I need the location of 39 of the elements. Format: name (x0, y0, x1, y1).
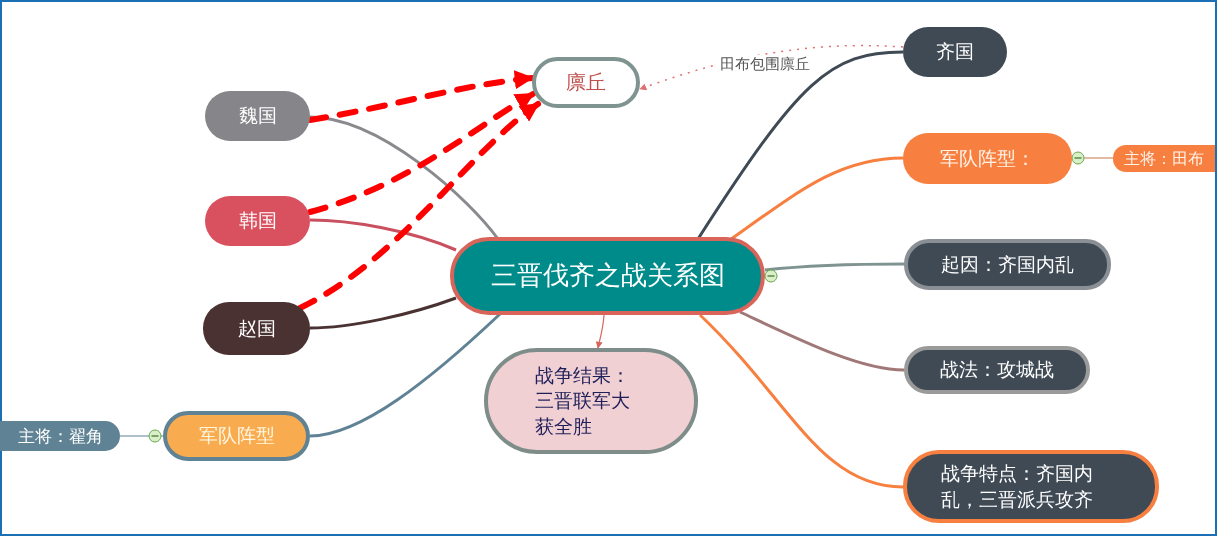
topic-box (0, 421, 120, 451)
node-text: 韩国 (238, 208, 277, 234)
branch-line (309, 296, 457, 330)
branch-line (309, 115, 500, 240)
node-text: 赵国 (237, 315, 276, 341)
topic-box (903, 133, 1072, 184)
dashed-arrow (297, 101, 541, 311)
branch-line (309, 312, 502, 438)
node-text: 战争结果：三晋联军大获全胜 (535, 362, 631, 439)
topic-box (904, 239, 1111, 290)
topic-box (163, 411, 310, 461)
node-text: 军队阵型： (940, 145, 1035, 171)
branch-line (764, 262, 904, 272)
topic-box (904, 346, 1090, 394)
node-text: 战法：攻城战 (940, 357, 1054, 383)
arrow (595, 314, 605, 349)
dashed-arrow (307, 70, 535, 123)
branch-line (739, 310, 905, 372)
node-text: 廪丘 (566, 69, 606, 96)
topic-box (205, 91, 310, 141)
branch-line (309, 218, 457, 252)
edge-label: 田布包围廪丘 (718, 55, 812, 74)
node-text: 齐国 (936, 39, 974, 65)
dashed-arrow (307, 91, 536, 215)
topic-box (450, 237, 765, 315)
branch-line (698, 313, 904, 489)
topic-box (903, 27, 1007, 77)
node-text: 主将：田布 (1124, 147, 1204, 170)
topic-box (1113, 145, 1215, 172)
node-text: 主将：翟角 (17, 424, 103, 448)
topic-box (203, 302, 310, 355)
node-text: 起因：齐国内乱 (941, 251, 1074, 277)
topic-box (532, 57, 640, 108)
node-text: 魏国 (238, 103, 277, 129)
branch-line (696, 50, 904, 240)
topic-box (205, 196, 310, 246)
node-text: 军队阵型 (198, 423, 275, 449)
node-text: 三晋伐齐之战关系图 (490, 259, 725, 293)
node-text: 战争特点：齐国内乱，三晋派兵攻齐 (941, 460, 1094, 512)
